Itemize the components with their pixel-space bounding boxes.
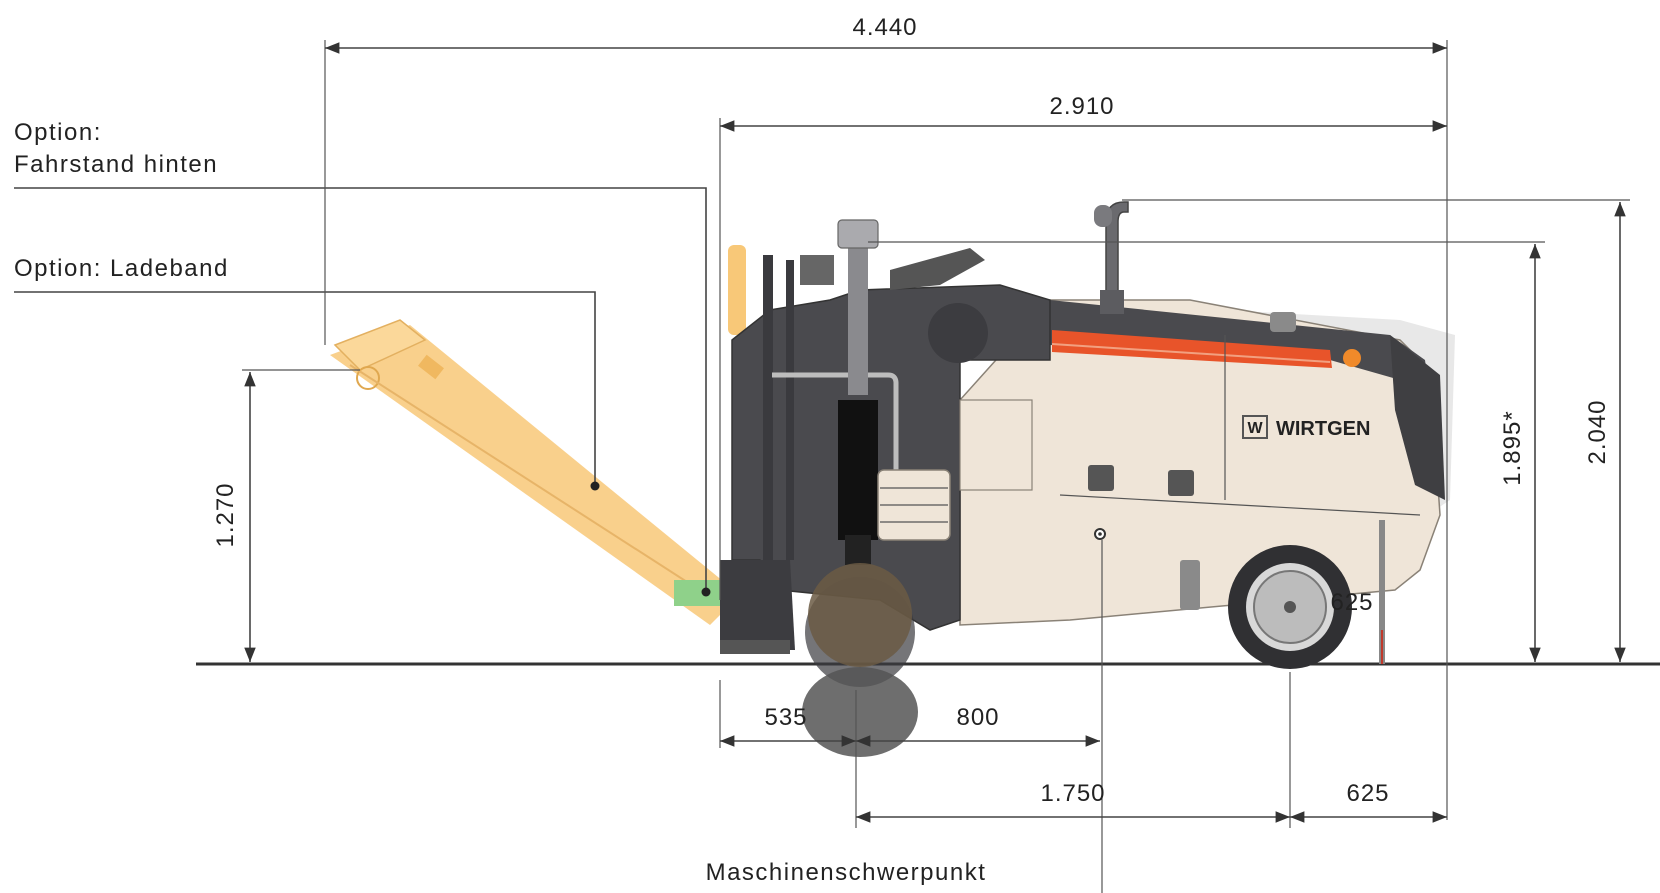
dim-height-total: 2.040 xyxy=(1584,399,1611,464)
dim-wheel-label: 625 xyxy=(1330,589,1373,616)
dim-overall-length: 4.440 xyxy=(852,14,917,41)
dim-drum-to-rear-wheel: 1.750 xyxy=(1040,780,1105,807)
water-tank xyxy=(928,303,988,363)
dim-machine-length: 2.910 xyxy=(1049,93,1114,120)
dim-rear-overhang: 625 xyxy=(1346,780,1389,807)
label-option-conveyor: Option: Ladeband xyxy=(14,255,229,282)
leader-fahrstand xyxy=(14,187,707,592)
label-option-rear-stand-1: Option: xyxy=(14,119,102,146)
conveyor-option xyxy=(330,245,746,625)
milling-drum xyxy=(802,563,918,757)
label-center-of-gravity: Maschinenschwerpunkt xyxy=(706,859,987,886)
wirtgen-logo: W WIRTGEN xyxy=(1242,415,1370,440)
dim-conveyor-height: 1.270 xyxy=(212,482,239,547)
dim-drum-to-cog: 800 xyxy=(956,704,999,731)
label-option-rear-stand-2: Fahrstand hinten xyxy=(14,151,218,178)
svg-text:W: W xyxy=(1247,420,1263,437)
rear-wheel xyxy=(1228,545,1352,669)
leader-ladeband xyxy=(14,291,596,486)
svg-text:WIRTGEN: WIRTGEN xyxy=(1276,418,1370,440)
dim-front-overhang: 535 xyxy=(764,704,807,731)
dim-height-cab: 1.895* xyxy=(1499,410,1526,485)
milling-machine: W WIRTGEN xyxy=(720,201,1455,654)
